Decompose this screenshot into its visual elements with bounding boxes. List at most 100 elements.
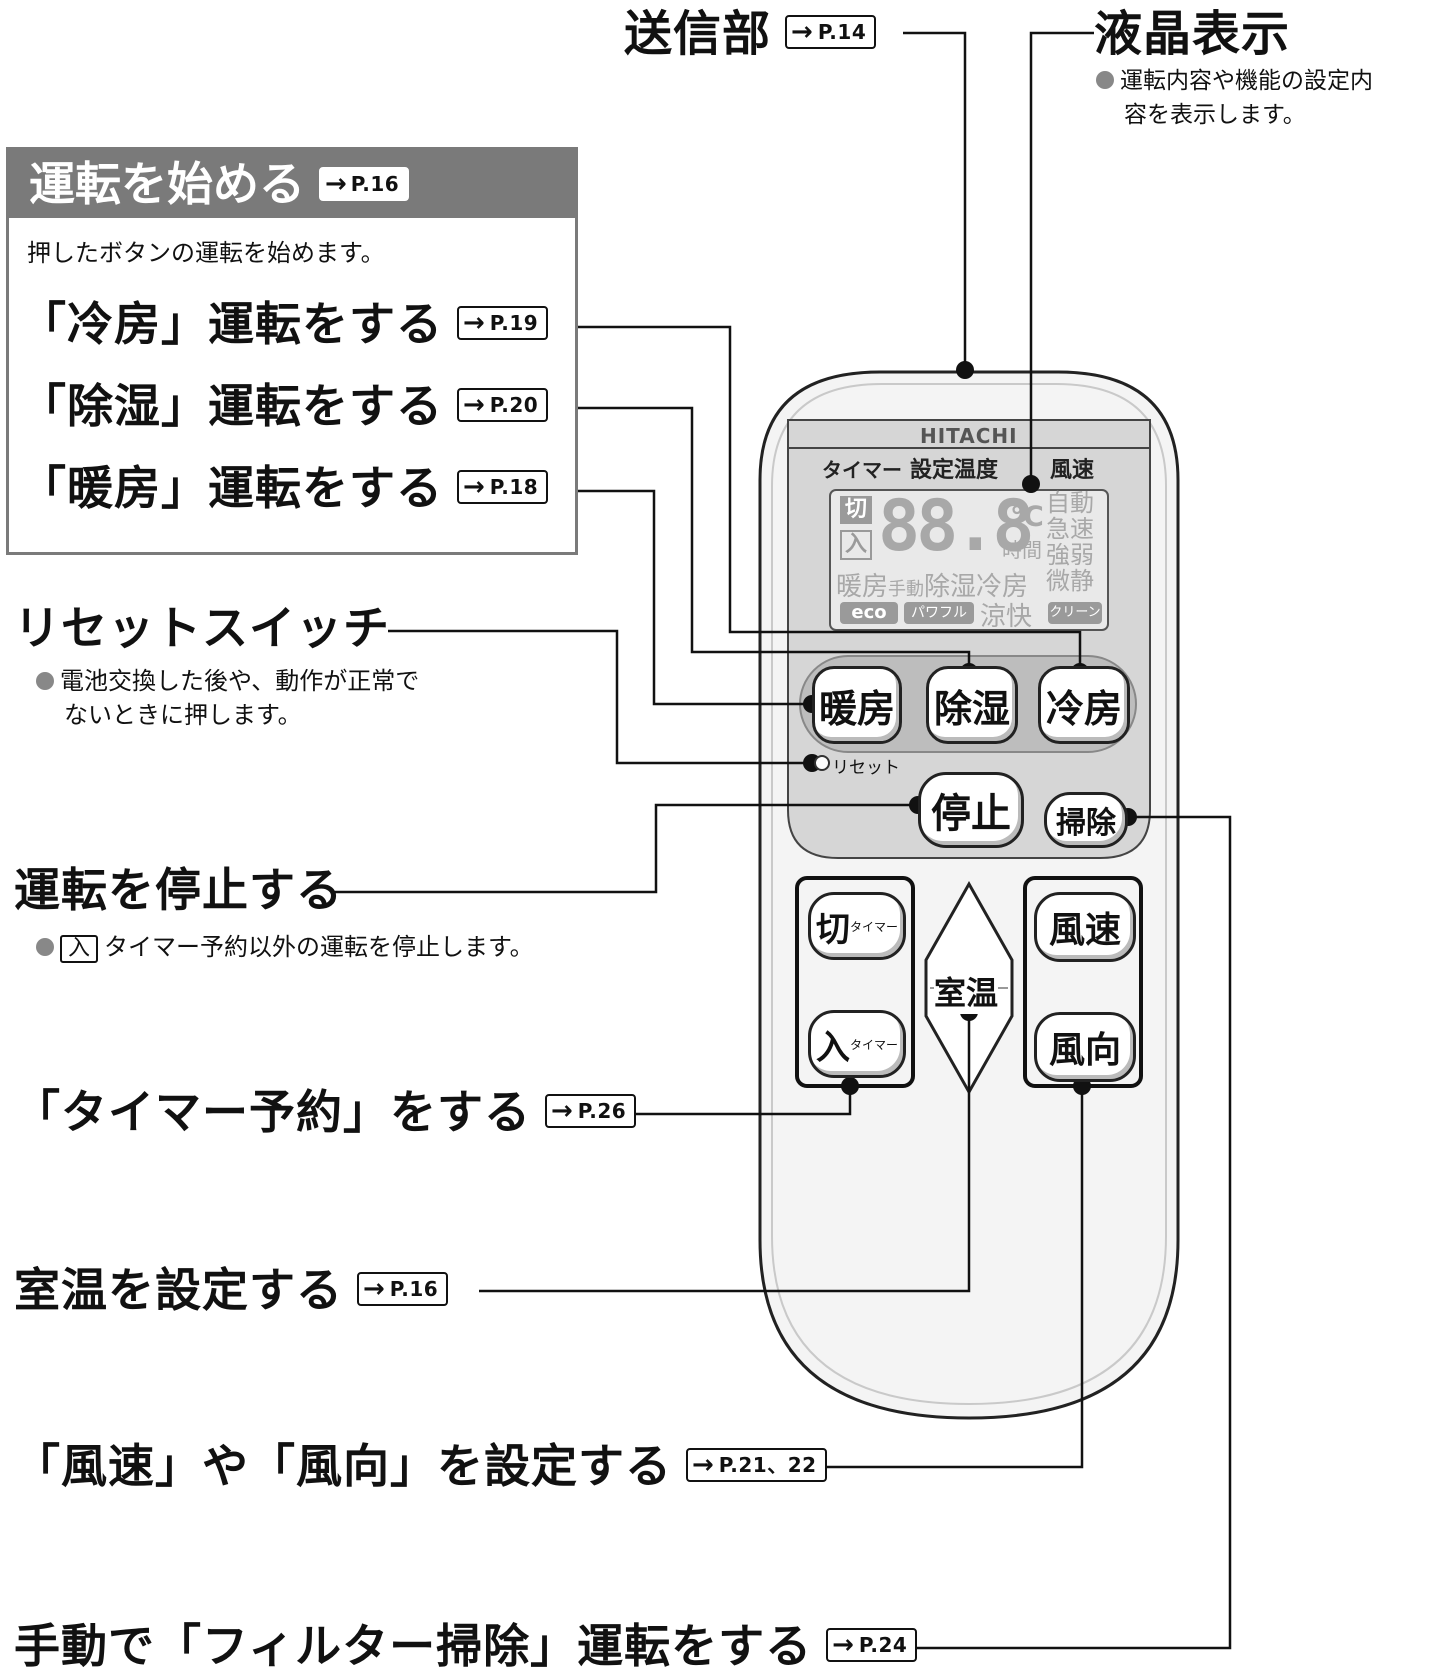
reset-desc-line2: ないときに押します。 — [64, 701, 302, 729]
timer-off-suffix: タイマー — [849, 919, 898, 934]
clean-button[interactable]: 掃除 — [1044, 792, 1128, 848]
start-panel-page-ref[interactable]: →P.16 — [319, 166, 410, 201]
temp-item-label: 室温を設定する — [14, 1263, 343, 1317]
arrow-right-icon: → — [551, 1095, 574, 1126]
start-panel-title: 運転を始める — [29, 157, 305, 211]
lcd-header-timer: タイマー — [822, 458, 902, 482]
stop-desc-text: タイマー予約以外の運転を停止します。 — [104, 933, 534, 961]
lcd-fan-modes: 自動 急速 強弱 微静 — [1046, 490, 1102, 594]
filter-page-ref[interactable]: →P.24 — [826, 1627, 918, 1662]
arrow-right-icon: → — [363, 1273, 386, 1304]
reset-label: リセットスイッチ — [14, 601, 390, 655]
lcd-hours: 時間 — [1002, 538, 1042, 562]
reset-desc-line1: 電池交換した後や、動作が正常で — [60, 667, 420, 695]
timer-on-label: 入 — [815, 1027, 850, 1068]
lcd-desc: 運転内容や機能の設定内 容を表示します。 — [1096, 64, 1373, 132]
timer-on-button[interactable]: 入タイマー — [808, 1010, 906, 1078]
lcd-clean: クリーン — [1048, 602, 1102, 624]
leader-heat — [548, 489, 812, 706]
lcd-mode-row: 暖房手動除湿冷房 — [836, 566, 1028, 603]
timer-item-label: 「タイマー予約」をする — [14, 1085, 531, 1139]
transmitter-label: 送信部 →P.14 — [624, 6, 877, 62]
cool-item: 「冷房」運転をする →P.19 — [20, 296, 549, 352]
lcd-label: 液晶表示 — [1094, 6, 1291, 62]
lcd-fan-mode-quiet: 微静 — [1046, 567, 1094, 595]
leader-stop — [335, 803, 918, 894]
lcd-mode-heat: 暖房 — [836, 572, 889, 602]
cool-page-ref[interactable]: →P.19 — [457, 305, 549, 340]
lcd-fan-mode-strong: 強弱 — [1046, 541, 1094, 569]
temp-page-ref[interactable]: →P.16 — [357, 1271, 449, 1306]
transmitter-title: 送信部 — [624, 6, 772, 62]
bullet-icon — [36, 672, 54, 690]
leader-dehum — [548, 406, 971, 672]
dehum-page-ref[interactable]: →P.20 — [457, 387, 549, 422]
heat-item-label: 「暖房」運転をする — [20, 461, 443, 515]
arrow-right-icon: → — [325, 168, 347, 199]
arrow-right-icon: → — [791, 17, 814, 47]
start-panel-header: 運転を始める →P.16 — [9, 150, 575, 218]
timer-on-suffix: タイマー — [849, 1037, 898, 1052]
dehum-button[interactable]: 除湿 — [926, 666, 1018, 744]
fan-direction-button[interactable]: 風向 — [1034, 1012, 1136, 1082]
lcd-window — [829, 489, 1109, 631]
fan-item: 「風速」や「風向」を設定する →P.21、22 — [14, 1438, 827, 1494]
lcd-powerful: パワフル — [904, 602, 974, 624]
leader-lcd — [1029, 31, 1094, 484]
leader-transmitter — [903, 31, 967, 370]
stop-label: 運転を停止する — [14, 863, 343, 917]
bullet-icon — [36, 938, 54, 956]
leader-cool — [548, 325, 1082, 672]
arrow-right-icon: → — [692, 1449, 715, 1480]
timer-page-ref[interactable]: →P.26 — [545, 1093, 637, 1128]
leader-filter — [896, 815, 1232, 1650]
cool-item-label: 「冷房」運転をする — [20, 297, 443, 351]
lcd-digits: 88.8 — [878, 485, 1035, 567]
leader-temp — [479, 1012, 971, 1293]
lcd-segment-off: 切 — [840, 496, 872, 524]
lcd-header-set-temp: 設定温度 — [910, 458, 999, 483]
start-panel-desc: 押したボタンの運転を始めます。 — [27, 239, 385, 267]
lcd-ryokai: 涼快 — [980, 602, 1033, 632]
on-key-icon: 入 — [60, 935, 99, 963]
reset-hole-icon — [814, 755, 830, 771]
room-temp-label: 室温 — [934, 968, 999, 1014]
leader-timer — [628, 1086, 852, 1116]
reset-desc: 電池交換した後や、動作が正常で ないときに押します。 — [36, 664, 419, 732]
lcd-fan-mode-fast: 急速 — [1046, 515, 1094, 543]
heat-item: 「暖房」運転をする →P.18 — [20, 460, 549, 516]
heat-page-ref[interactable]: →P.18 — [457, 469, 549, 504]
heat-button[interactable]: 暖房 — [812, 666, 902, 744]
leader-fan — [796, 1086, 1084, 1469]
transmitter-page-ref[interactable]: →P.14 — [785, 15, 877, 49]
stop-button[interactable]: 停止 — [918, 772, 1024, 848]
lcd-mode-cool: 冷房 — [976, 572, 1029, 602]
lcd-segment-on: 入 — [840, 530, 872, 560]
lcd-fan-mode-auto: 自動 — [1046, 489, 1094, 517]
timer-item: 「タイマー予約」をする →P.26 — [14, 1084, 637, 1140]
dehum-item: 「除湿」運転をする →P.20 — [20, 378, 549, 434]
timer-off-button[interactable]: 切タイマー — [808, 892, 906, 960]
arrow-right-icon: → — [463, 307, 486, 338]
temp-item: 室温を設定する →P.16 — [14, 1262, 449, 1318]
filter-item: 手動で「フィルター掃除」運転をする →P.24 — [14, 1618, 918, 1674]
cool-button[interactable]: 冷房 — [1038, 666, 1130, 744]
lcd-header-fan-speed: 風速 — [1050, 458, 1095, 483]
timer-off-label: 切 — [815, 909, 850, 950]
arrow-right-icon: → — [832, 1629, 855, 1660]
lcd-desc-line2: 容を表示します。 — [1124, 102, 1306, 128]
brand-logo: HITACHI — [920, 424, 1018, 448]
fan-item-label: 「風速」や「風向」を設定する — [14, 1439, 672, 1493]
fan-page-ref[interactable]: →P.21、22 — [686, 1447, 827, 1482]
dehum-item-label: 「除湿」運転をする — [20, 379, 443, 433]
reset-button-label: リセット — [832, 758, 900, 778]
stop-desc: 入タイマー予約以外の運転を停止します。 — [36, 930, 534, 964]
arrow-right-icon: → — [463, 389, 486, 420]
leader-reset — [388, 629, 812, 765]
fan-speed-button[interactable]: 風速 — [1034, 892, 1136, 962]
lcd-mode-manual: 手動 — [888, 579, 925, 600]
lcd-desc-line1: 運転内容や機能の設定内 — [1120, 68, 1373, 94]
lcd-mode-dehum: 除湿 — [924, 572, 977, 602]
filter-item-label: 手動で「フィルター掃除」運転をする — [14, 1619, 813, 1673]
lcd-eco: eco — [840, 602, 898, 624]
